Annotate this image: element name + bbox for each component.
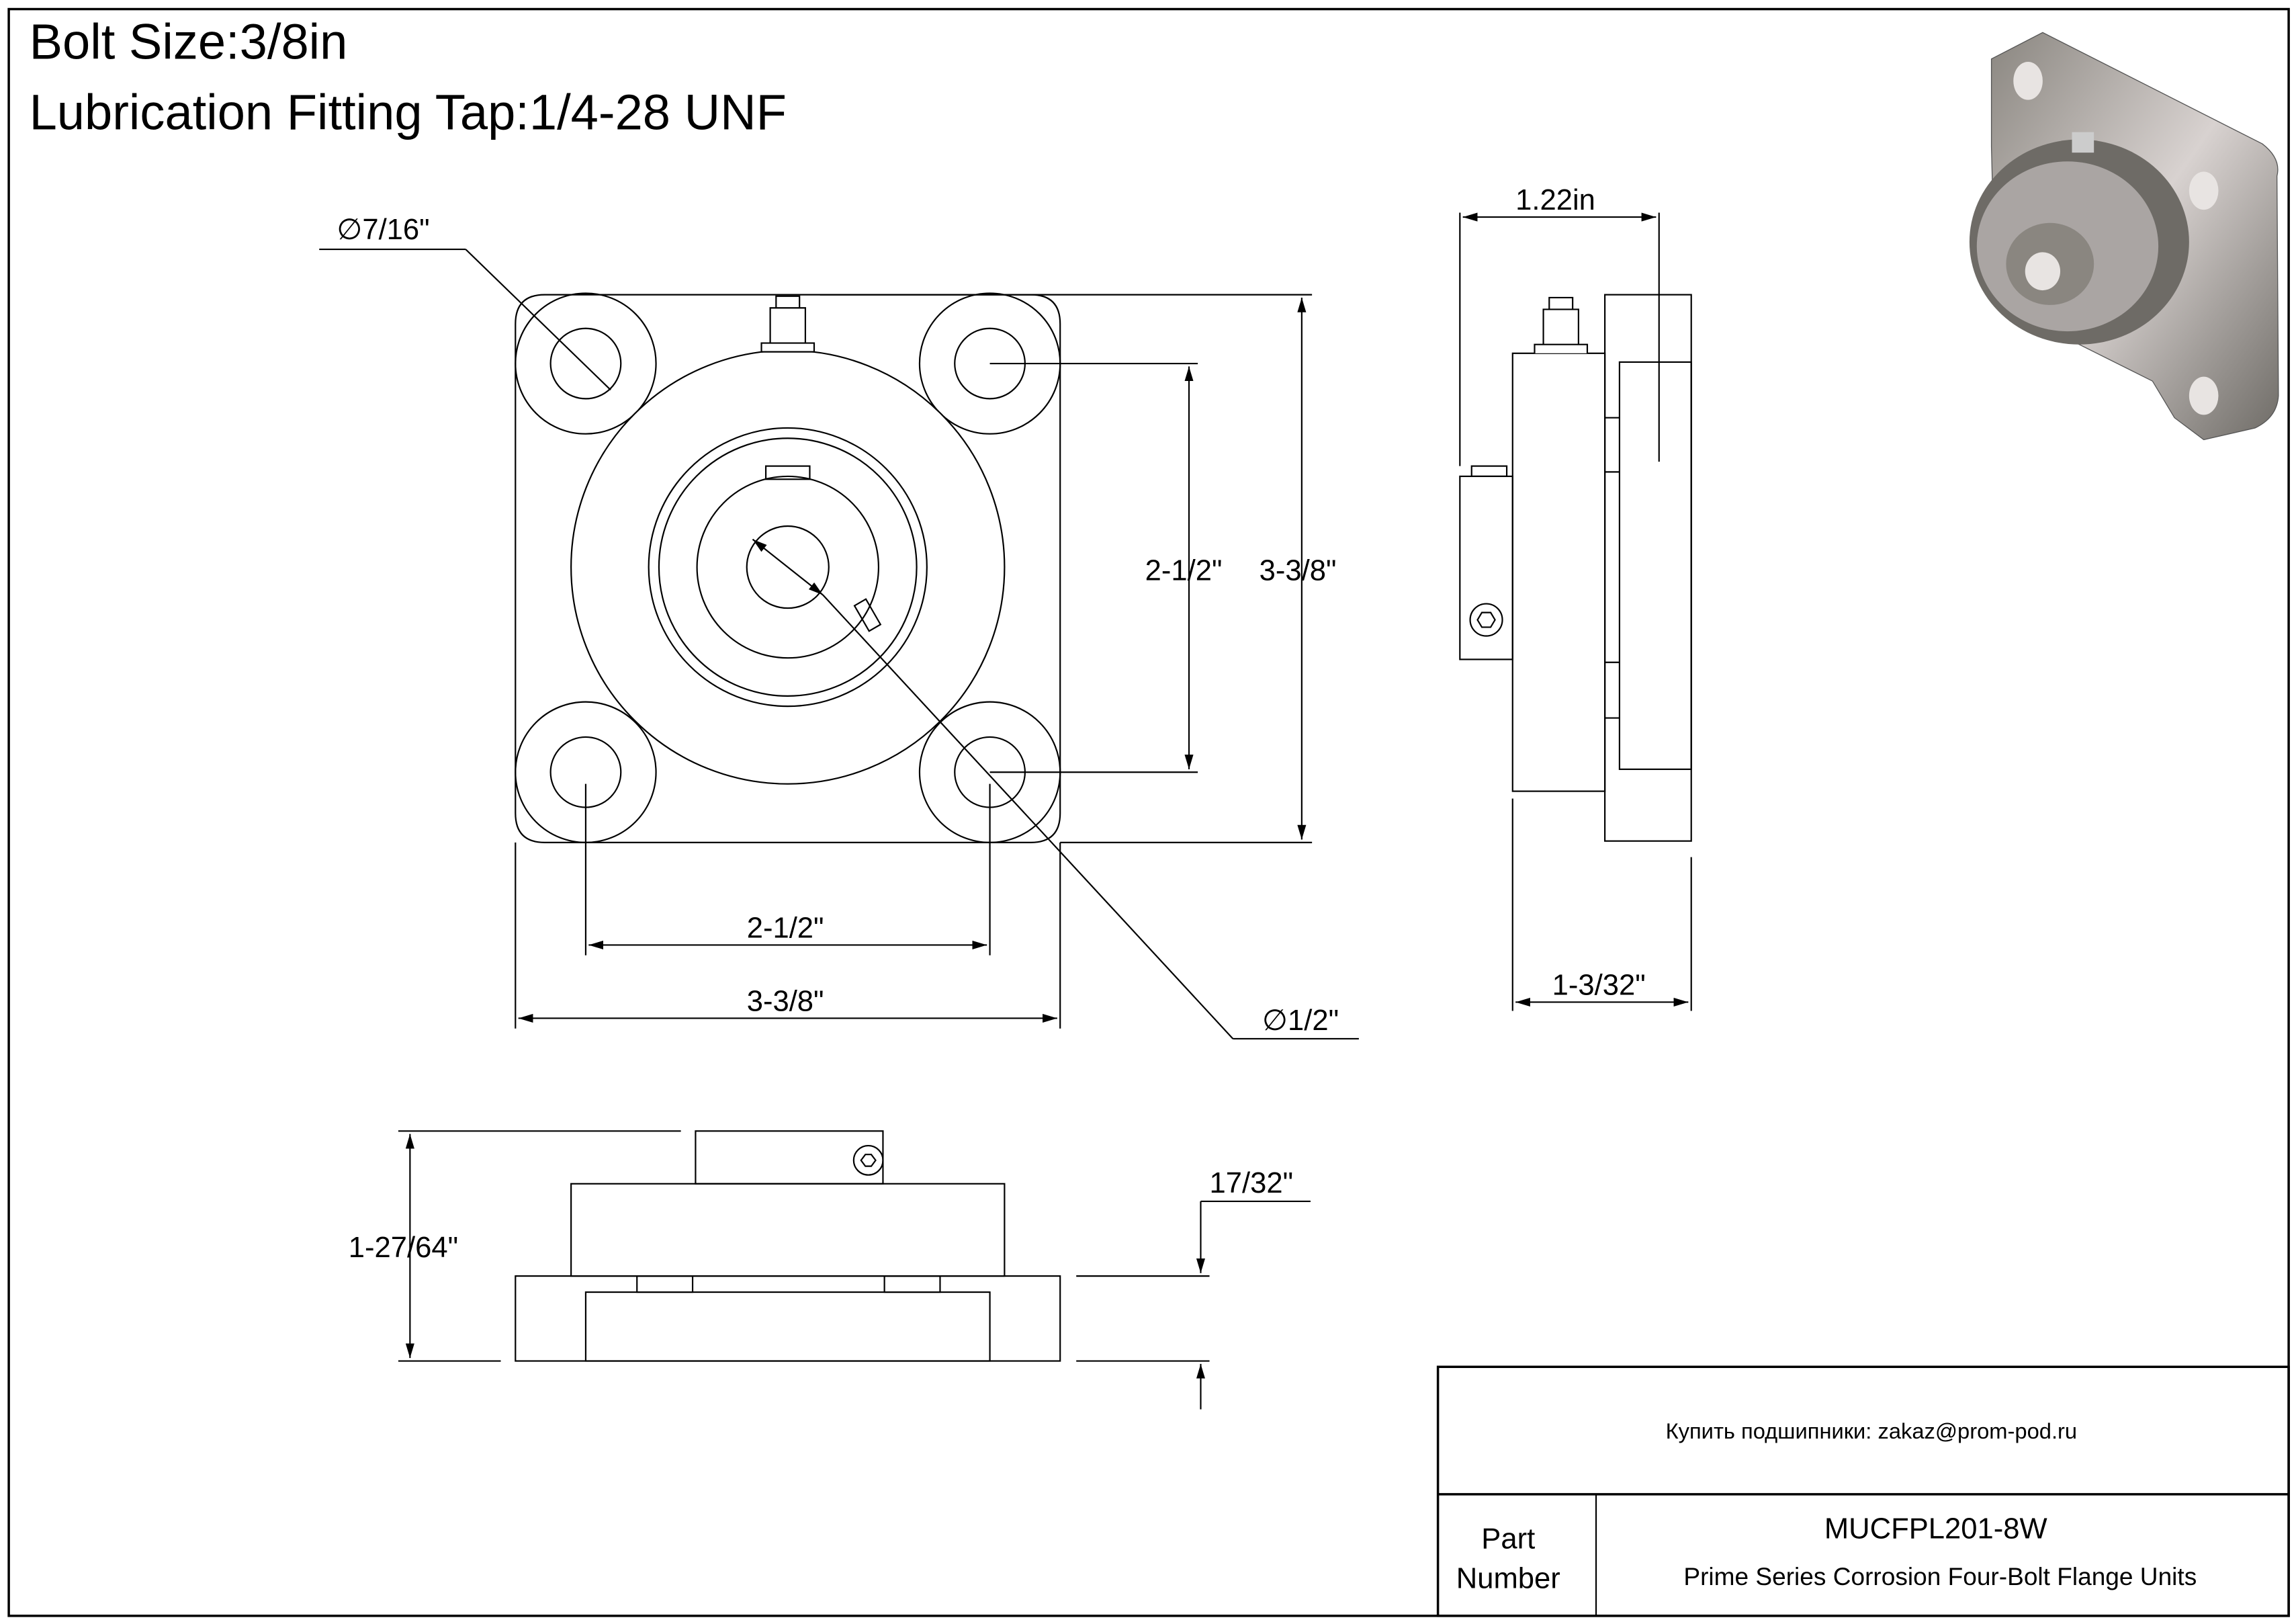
isometric-render xyxy=(1969,32,2279,441)
bolt-hole-diameter-dim: ∅7/16" xyxy=(337,214,429,246)
flange-thickness-dim: 17/32" xyxy=(1210,1167,1294,1199)
bore-diameter-dim: ∅1/2" xyxy=(1262,1005,1339,1037)
bottom-view: 1-27/64" 17/32" xyxy=(349,1130,1311,1410)
bolt-spacing-horizontal-dim: 2-1/2" xyxy=(747,912,824,945)
bolt-spacing-vertical-dim: 2-1/2" xyxy=(1145,555,1223,587)
contact-text: Купить подшипники: zakaz@prom-pod.ru xyxy=(1666,1418,2078,1443)
number-label: Number xyxy=(1456,1562,1560,1594)
part-number: MUCFPL201-8W xyxy=(1824,1512,2047,1545)
bolt-size-label: Bolt Size:3/8in xyxy=(30,14,348,70)
side-bottom-width-dim: 1-3/32" xyxy=(1552,970,1646,1002)
side-view: 1.22in 1-3/32" xyxy=(1459,184,1692,1011)
bottom-height-dim: 1-27/64" xyxy=(349,1232,458,1264)
overall-width-dim: 3-3/8" xyxy=(747,986,824,1018)
part-description: Prime Series Corrosion Four-Bolt Flange … xyxy=(1683,1562,2197,1590)
title-block: Купить подшипники: zakaz@prom-pod.ru Par… xyxy=(1436,1365,2290,1617)
lubrication-label: Lubrication Fitting Tap:1/4-28 UNF xyxy=(30,84,787,140)
front-view: ∅7/16" 2-1/2" 3-3/8" 2-1/2" 3-3/8" ∅1/2" xyxy=(319,214,1359,1040)
side-top-width-dim: 1.22in xyxy=(1515,184,1595,216)
part-label: Part xyxy=(1481,1523,1535,1555)
overall-height-dim: 3-3/8" xyxy=(1260,555,1337,587)
sheet-border xyxy=(7,7,2290,1617)
